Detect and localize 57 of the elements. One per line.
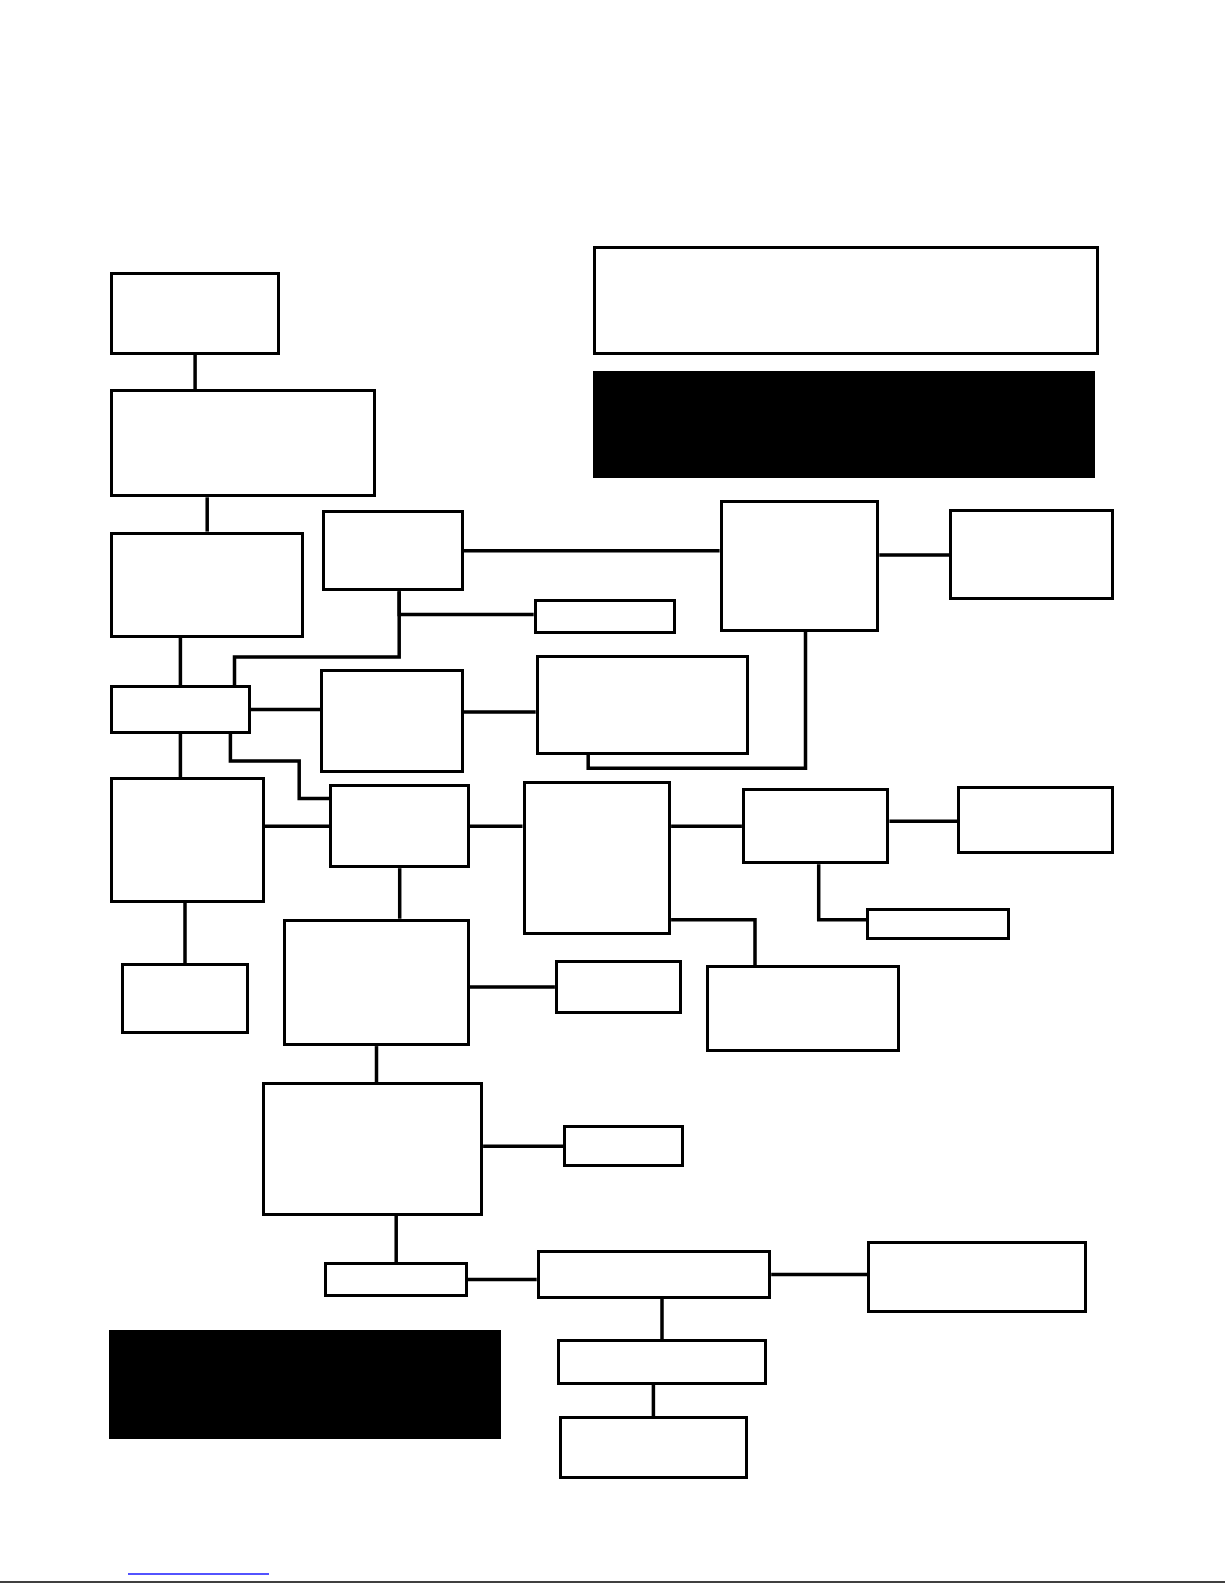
connector-line [374, 1046, 379, 1083]
empty-box [536, 1250, 772, 1299]
empty-box [593, 245, 1099, 355]
connector-line [178, 637, 183, 686]
connector-line [651, 1384, 656, 1416]
connector-line [889, 819, 958, 823]
empty-box [324, 1262, 468, 1297]
empty-box [329, 784, 470, 869]
connector-line [193, 354, 197, 390]
connector-line [178, 733, 183, 778]
empty-box [320, 669, 464, 774]
connector-line [671, 824, 742, 829]
empty-box [741, 788, 890, 865]
empty-box [866, 907, 1010, 940]
empty-box [558, 1416, 748, 1479]
empty-box [533, 599, 677, 634]
empty-box [535, 654, 749, 755]
connector-line [463, 549, 720, 553]
empty-box [283, 918, 470, 1047]
empty-box [121, 963, 249, 1034]
empty-box [706, 965, 900, 1053]
empty-box [719, 500, 880, 632]
empty-box [110, 271, 280, 355]
connector-line [816, 864, 867, 922]
empty-box [556, 1339, 768, 1385]
connector-line [250, 707, 321, 712]
empty-box [110, 685, 251, 734]
filled-box [109, 1330, 502, 1440]
connector-line [470, 824, 523, 829]
empty-box [261, 1082, 484, 1216]
empty-box [957, 786, 1114, 855]
empty-box [110, 531, 305, 638]
empty-box [949, 509, 1114, 601]
empty-box [322, 510, 464, 592]
empty-box [110, 389, 376, 498]
connector-line [671, 918, 757, 966]
connector-line [586, 631, 808, 770]
empty-box [110, 777, 265, 903]
connector-line [771, 1272, 868, 1277]
connector-line [232, 591, 401, 686]
connector-line [205, 497, 209, 532]
connector-line [660, 1298, 664, 1340]
filled-box [593, 370, 1095, 479]
empty-box [562, 1124, 685, 1168]
connector-line [483, 1144, 563, 1148]
connector-line [463, 710, 536, 714]
connector-line [264, 824, 330, 829]
empty-box [554, 960, 683, 1014]
connector-line [394, 1215, 398, 1263]
connector-line [879, 553, 950, 557]
empty-box [867, 1241, 1087, 1313]
connector-line [183, 902, 187, 964]
connector-line [468, 1277, 537, 1282]
connector-line [470, 985, 555, 989]
empty-box [522, 781, 672, 935]
connector-line [397, 868, 402, 919]
connector-line [228, 733, 330, 801]
